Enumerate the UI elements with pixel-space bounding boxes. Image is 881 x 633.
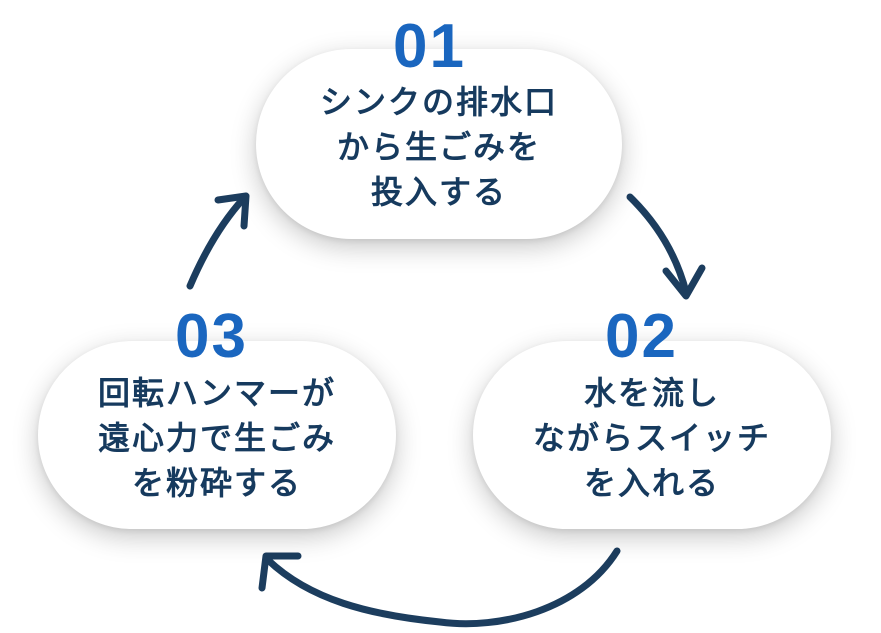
step-3-number: 03 [175,302,248,371]
arrow-step3-to-step1 [186,192,250,290]
step-3-card: 回転ハンマーが 遠心力で生ごみ を粉砕する [38,341,396,529]
step-2-text: 水を流し ながらスイッチ を入れる [532,373,771,502]
step-2-number: 02 [605,302,678,371]
step-3-text: 回転ハンマーが 遠心力で生ごみ を粉砕する [97,373,336,502]
step-2-card: 水を流し ながらスイッチ を入れる [473,341,831,529]
step-1-text: シンクの排水口 から生ごみを 投入する [319,82,558,211]
arrow-step1-to-step2 [626,193,706,300]
step-1-number: 01 [393,12,466,81]
step-1-card: シンクの排水口 から生ごみを 投入する [256,49,622,239]
arrow-step2-to-step3 [258,547,621,628]
